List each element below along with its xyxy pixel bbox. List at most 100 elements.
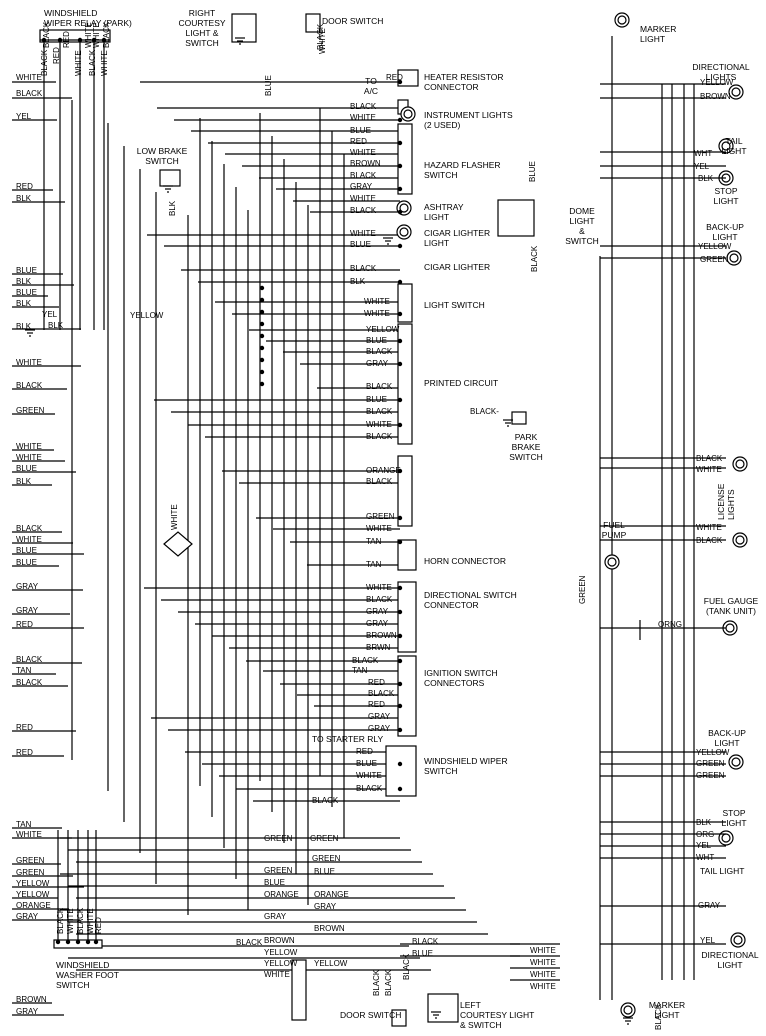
wire-label: BLACK [352,656,379,665]
stop-light-bottom-label: STOP LIGHT [721,808,747,828]
wire-label: BLUE [356,759,377,768]
cigar-lighter-light-label: CIGAR LIGHTER LIGHT [424,228,491,248]
wire-label: RED [16,748,33,757]
wire-label: WHITE [74,50,83,76]
wire-label: YELLOW [16,879,50,888]
wire-label: BLACK [312,796,339,805]
wire-label: BLACK [696,454,723,463]
junction-dot [397,681,403,687]
junction-dot [397,633,403,639]
horn-connector-block [397,539,417,571]
wire-label: YEL [700,936,716,945]
wire-label: BLACK [372,969,381,996]
wire-label: RED [62,31,71,48]
junction-dot [259,297,265,303]
lamp-icon [726,250,742,266]
wire-label: WHITE [350,194,376,203]
wire-label: GRAY [698,901,721,910]
wiper-relay-label: WINDSHIELD WIPER RELAY (PARK) [44,8,132,28]
junction-dot [397,311,403,317]
junction-dot [259,285,265,291]
wire-label: YEL [42,310,58,319]
wire-label: BLACK [366,347,393,356]
lamp-icon [728,754,744,770]
directional-switch-label: DIRECTIONAL SWITCH CONNECTOR [424,590,517,610]
wire-label: BLACK [366,477,393,486]
wire-label: BLUE [528,161,537,182]
junction-dot [397,515,403,521]
door-switch-top-block [305,13,321,33]
wire-label: BLACK [366,382,393,391]
wire-label: YELLOW [314,959,348,968]
lamp-filament-icon [399,203,409,213]
wire-label: TAN [16,666,32,675]
wire-label: BLACK [56,907,65,934]
ignition-switch-label: IGNITION SWITCH CONNECTORS [424,668,498,688]
lamp-filament-icon [733,935,743,945]
wire-label: BLUE [16,558,37,567]
lamp-icon [400,106,416,122]
wire-label: WHITE [530,970,556,979]
wire-label: BLK [16,194,32,203]
wire-label: BLK [16,299,32,308]
wire-label: TAN [366,560,382,569]
wire-label: GRAY [16,912,39,921]
lamp-icon [604,554,620,570]
wire-label: RED [94,917,103,934]
junction-dot [397,140,403,146]
wire-label: WHITE [318,28,327,54]
wire-label: BLACK [16,524,43,533]
junction-dot [397,243,403,249]
wire-label: WHITE [530,946,556,955]
wire-label: BLUE [16,266,37,275]
left-courtesy-block [427,993,459,1023]
junction-dot [397,786,403,792]
low-brake-label: LOW BRAKE SWITCH [136,146,188,166]
wire-label: WHITE [84,22,93,48]
wire-label: WHITE [350,113,376,122]
wire-label: TAN [16,820,32,829]
dome-light-block [497,199,535,237]
wire-label: WHITE [350,148,376,157]
wire-label: BLK [16,477,32,486]
wire-label: WHITE [16,73,42,82]
wire-label: BLUE [412,949,433,958]
wire-label: GRAY [16,1007,39,1016]
wire-label: BLACK [654,1003,663,1030]
wire-label: GRAY [350,182,373,191]
directional-lights-label: DIRECTIONAL LIGHTS [692,62,750,82]
right-courtesy-block [231,13,257,43]
junction-dot [65,939,71,945]
wire-label: BLACK [350,102,377,111]
wire-label: BLACK [16,678,43,687]
junction-dot [397,361,403,367]
wire-label: BLACK [42,21,51,48]
dome-light-label: DOME LIGHT & SWITCH [565,206,599,246]
heater-connector [397,69,419,87]
junction-dot [75,939,81,945]
wire-label: BROWN [350,159,381,168]
horn-connector-label: HORN CONNECTOR [424,556,507,566]
wire-label: WHITE [366,420,392,429]
wire-label: GRAY [368,724,391,733]
wire-label: GREEN [696,771,725,780]
door-switch-bottom-label: DOOR SWITCH [340,1010,402,1020]
wire-label: WHITE [264,970,290,979]
wire-label: WHITE [364,309,390,318]
wire-label: WHITE [16,535,42,544]
instrument-lights-label: INSTRUMENT LIGHTS (2 USED) [424,110,513,130]
junction-dot [397,727,403,733]
junction-dot [397,609,403,615]
to-starter-label: TO STARTER RLY [312,734,384,744]
junction-dot [259,381,265,387]
junction-dot [397,539,403,545]
wire-label: BLUE [16,288,37,297]
door-switch-bottom-block [391,1009,407,1027]
wire-label: GRAY [366,607,389,616]
wire-label: GREEN [700,255,729,264]
wire-label: ORG [696,830,715,839]
wire-label: WHITE [530,982,556,991]
junction-dot [259,309,265,315]
wire-label: YELLOW [696,748,730,757]
